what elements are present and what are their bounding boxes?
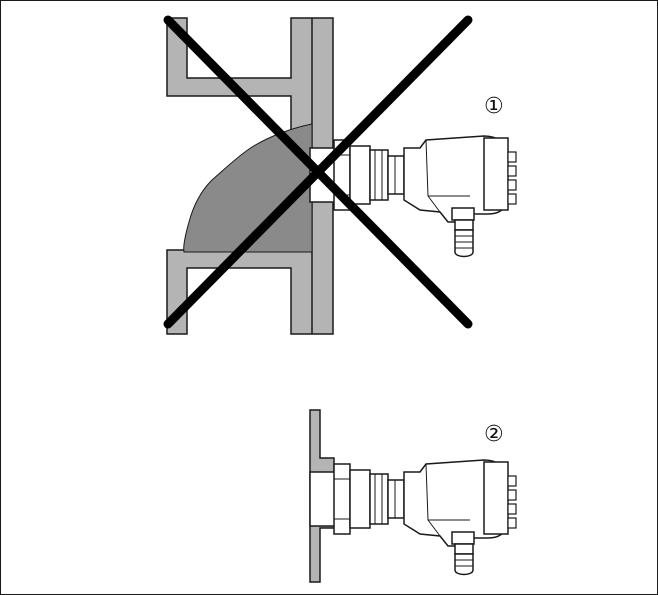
correct-mounting-scene bbox=[309, 409, 517, 583]
material-deposit bbox=[183, 123, 313, 253]
marker-1-label: ① bbox=[484, 94, 504, 119]
wrong-cross-mark bbox=[163, 15, 473, 329]
sensor-2 bbox=[309, 459, 517, 576]
incorrect-mounting-scene bbox=[163, 15, 517, 335]
marker-2-label: ② bbox=[484, 422, 504, 447]
